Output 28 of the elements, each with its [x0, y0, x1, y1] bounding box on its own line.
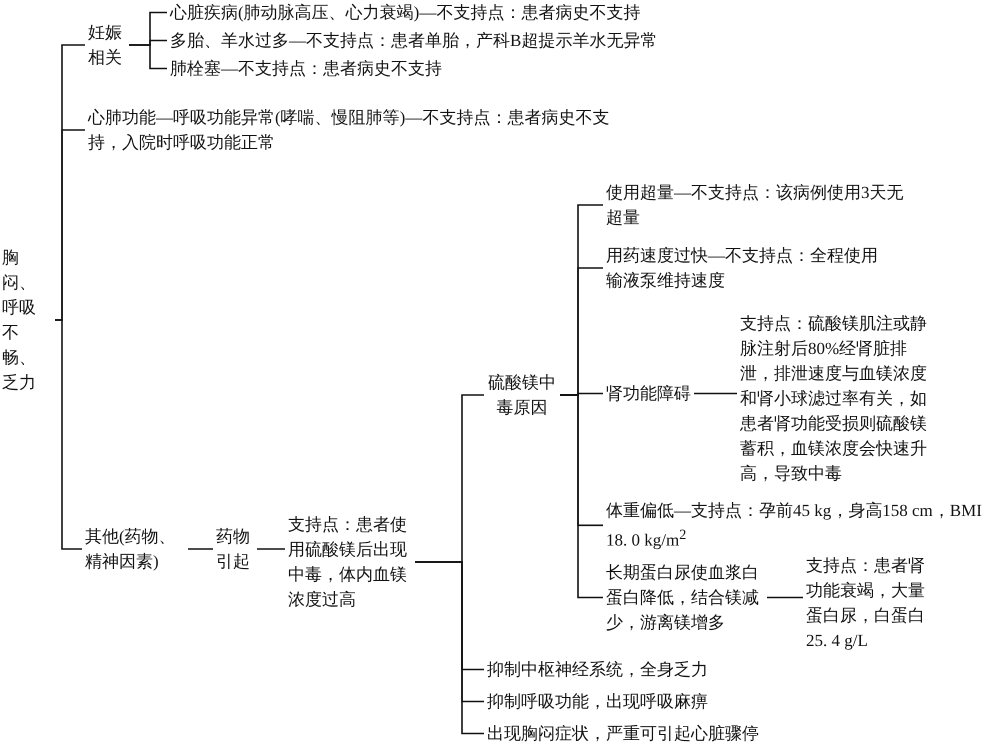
- branch-text: 用药速度过快—不支持点：全程使用输液泵维持速度: [606, 243, 886, 293]
- branch-text: 使用超量—不支持点：该病例使用3天无超量: [606, 180, 908, 230]
- branch-text: 心脏疾病(肺动脉高压、心力衰竭)—不支持点：患者病史不支持: [170, 0, 640, 25]
- connector-line: [694, 392, 737, 394]
- branch-text: 心肺功能—呼吸功能异常(哮喘、慢阻肺等)—不支持点：患者病史不支持，入院时呼吸功能正常: [88, 105, 628, 155]
- branch-text: 抑制中枢神经系统，全身乏力: [487, 657, 708, 682]
- branch-text: 长期蛋白尿使血浆白蛋白降低，结合镁减少，游离镁增多: [606, 560, 764, 635]
- branch-text: 其他(药物、精神因素): [85, 524, 185, 574]
- connector-line: [129, 44, 167, 70]
- branch-text: 药物引起: [216, 524, 254, 574]
- connector-line: [257, 548, 285, 550]
- branch-text: 体重偏低—支持点：孕前45 kg，身高158 cm，BMI 18. 0 kg/m$^{2}$: [606, 498, 996, 553]
- connector-line: [767, 596, 803, 598]
- branch-text: 硫酸镁中毒原因: [487, 370, 557, 420]
- branch-text: 支持点：患者肾功能衰竭，大量蛋白尿，白蛋白25. 4 g/L: [806, 553, 930, 653]
- branch-text: 抑制呼吸功能，出现呼吸麻痹: [487, 689, 708, 714]
- connector-line: [415, 561, 484, 734]
- branch-text: 出现胸闷症状，严重可引起心脏骤停: [487, 721, 759, 746]
- connector-line: [188, 548, 213, 550]
- branch-text: 胸闷、呼吸不畅、乏力: [2, 245, 52, 395]
- branch-text: 支持点：硫酸镁肌注或静脉注射后80%经肾脏排泄，排泄速度与血镁浓度和肾小球滤过率有关，如患者肾功能受损则硫酸镁蓄积，血镁浓度会快速升高，导致中毒: [740, 311, 934, 486]
- branch-text: 多胎、羊水过多—不支持点：患者单胎，产科B超提示羊水无异常: [170, 28, 658, 53]
- branch-text: 肾功能障碍: [606, 381, 691, 406]
- branch-text: 肺栓塞—不支持点：患者病史不支持: [170, 56, 442, 81]
- branch-text: 支持点：患者使用硫酸镁后出现中毒，体内血镁浓度过高: [288, 512, 412, 612]
- connector-line: [55, 319, 82, 550]
- connector-line: [560, 394, 603, 598]
- branch-text: 妊娠相关: [88, 20, 126, 70]
